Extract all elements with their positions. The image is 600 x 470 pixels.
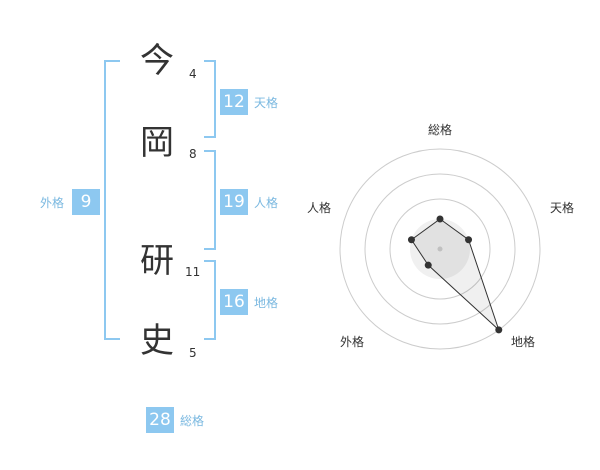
stroke-count-4: 5 xyxy=(189,346,197,360)
radar-polygon xyxy=(410,218,500,331)
radar-label-gaikaku: 外格 xyxy=(340,334,364,349)
name-char-2: 岡 xyxy=(140,123,174,163)
tenkaku-bracket xyxy=(204,60,216,138)
tenkaku-label: 天格 xyxy=(254,96,279,110)
gaikaku-badge: 9 xyxy=(72,189,100,215)
gaikaku-bracket xyxy=(104,60,120,340)
radar-point-chikaku xyxy=(495,326,503,334)
stroke-count-3: 11 xyxy=(185,265,201,279)
jinkaku-bracket xyxy=(204,150,216,250)
radar-label-jinkaku: 人格 xyxy=(307,200,331,215)
radar-point-gaikaku xyxy=(424,261,432,269)
radar-ring-3 xyxy=(364,173,516,325)
radar-point-soukaku xyxy=(436,215,444,223)
name-char-3: 研 xyxy=(140,241,174,281)
radar-ring-4 xyxy=(339,148,541,350)
soukaku-label: 総格 xyxy=(180,414,205,428)
radar-point-jinkaku xyxy=(407,236,415,244)
radar-center-dot xyxy=(437,246,443,252)
jinkaku-badge: 19 xyxy=(220,189,248,215)
radar-value-polygon xyxy=(410,218,500,331)
stroke-count-2: 8 xyxy=(189,147,197,161)
radar-ring-2 xyxy=(389,198,491,300)
jinkaku-label: 人格 xyxy=(254,196,279,210)
chikaku-label: 地格 xyxy=(254,296,279,310)
name-char-4: 史 xyxy=(140,321,174,361)
soukaku-badge: 28 xyxy=(146,407,174,433)
radar-label-chikaku: 地格 xyxy=(511,334,535,349)
chikaku-badge: 16 xyxy=(220,289,248,315)
radar-points xyxy=(407,215,503,334)
radar-label-tenkaku: 天格 xyxy=(550,200,574,215)
tenkaku-badge: 12 xyxy=(220,89,248,115)
stroke-count-1: 4 xyxy=(189,67,197,81)
name-char-1: 今 xyxy=(140,41,174,81)
gaikaku-label: 外格 xyxy=(40,196,65,210)
radar-point-tenkaku xyxy=(465,236,473,244)
radar-label-soukaku: 総格 xyxy=(428,122,452,137)
chikaku-bracket xyxy=(204,260,216,340)
